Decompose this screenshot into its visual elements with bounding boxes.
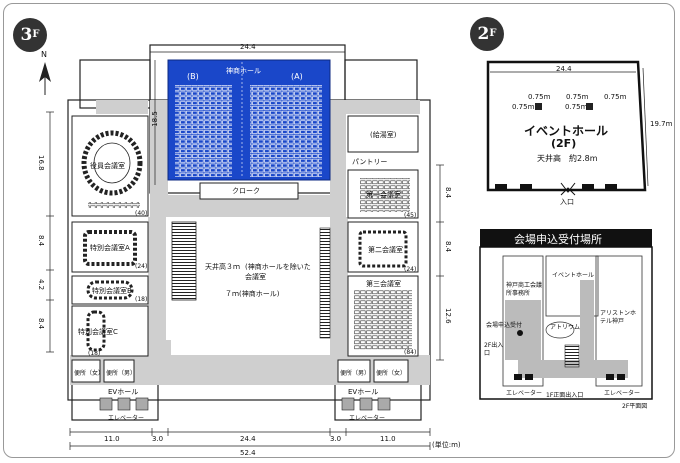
left-dim-1: 16.8 [37, 155, 45, 171]
center-room-height: ７ｍ(神商ホール) [225, 290, 280, 298]
bottom-dim-3: 24.4 [240, 435, 256, 443]
reception-plan-label: 2F平面図 [622, 403, 648, 410]
reception-header-bg [480, 229, 652, 247]
event-hall-title: イベントホール [524, 124, 609, 138]
dim-hall-depth: 18.5 [150, 111, 159, 127]
reception-header: 会場申込受付場所 [514, 233, 602, 246]
outer-frame [3, 3, 675, 458]
left-dim-2: 8.4 [37, 235, 45, 247]
room-1-label: 第一会議室 [366, 191, 401, 199]
hall-seats-a [250, 85, 322, 177]
reception-elevator-left: エレベーター [506, 390, 543, 397]
special-room-b-label: 特別会議室B [92, 287, 132, 295]
bottom-dim-2: 3.0 [152, 435, 164, 443]
unit-label: (単位:m) [432, 441, 461, 449]
toilet-male-left: 便所（男） [106, 370, 137, 377]
total-width: 52.4 [240, 449, 256, 457]
event-hall-entrance: 入口 [560, 198, 574, 206]
special-room-c-label: 特別会議室C [78, 328, 118, 336]
toilet-female-right: 便所（女） [376, 370, 407, 377]
ev-hall-left: EVホール [108, 388, 139, 396]
left-dim-3: 4.2 [37, 279, 45, 291]
room-2-capacity: (24) [404, 266, 417, 273]
event-hall-depth: 19.7m [650, 120, 673, 128]
right-dim-2: 8.4 [444, 241, 452, 253]
pillar-label-2: 0.75m [565, 103, 588, 111]
exec-capacity: (40) [135, 210, 148, 217]
bottom-dim-5: 11.0 [380, 435, 396, 443]
pillar-label-1: 0.75m [512, 103, 535, 111]
stairs-icon [171, 221, 197, 301]
col-width-3: 0.75m [604, 93, 627, 101]
special-b-capacity: (18) [135, 296, 148, 303]
executive-room-label: 役員会議室 [90, 162, 125, 170]
reception-desk: 会場申込受付 [486, 322, 523, 329]
reception-elevator-right: エレベーター [604, 390, 641, 397]
right-dim-3: 12.6 [444, 308, 452, 324]
reception-entrance-2f: 2F出入口 [484, 342, 504, 357]
event-hall-width: 24.4 [556, 65, 572, 73]
hall-label-left: (B) [187, 72, 199, 81]
ceiling-height-label: 天井高３ｍ [205, 263, 240, 271]
bottom-dim-1: 11.0 [104, 435, 120, 443]
floor-2f-badge: 2F [470, 17, 504, 51]
reception-atrium: アトリウム [550, 324, 581, 331]
reception-front-entrance: 1F正面出入口 [546, 392, 584, 399]
room-2-label: 第二会議室 [368, 246, 403, 254]
dim-top-width: 24.4 [240, 43, 256, 51]
toilet-female-left: 便所（女） [74, 370, 105, 377]
bottom-dim-4: 3.0 [330, 435, 342, 443]
floor-3f-badge: 3F [13, 18, 47, 52]
special-room-a-label: 特別会議室A [90, 244, 130, 252]
reception-event-hall: イベントホール [552, 272, 595, 279]
center-room-label: (神商ホールを除いた会議室 [245, 263, 311, 281]
room-3-label: 第三会議室 [366, 280, 401, 288]
compass-label: N [41, 50, 47, 59]
event-hall-ceiling: 天井高 約2.8m [537, 154, 598, 163]
special-c-capacity: (18) [88, 350, 101, 357]
hot-water-room-label: (給湯室) [370, 131, 397, 139]
col-width-2: 0.75m [566, 93, 589, 101]
special-room-c [71, 305, 149, 357]
right-dim-1: 8.4 [444, 187, 452, 199]
hall-seats-b [175, 85, 232, 177]
reception-desk-marker [517, 330, 523, 336]
hall-title: 神商ホール [226, 67, 261, 75]
cloak-label: クローク [232, 187, 260, 195]
pantry-label: パントリー [352, 158, 388, 166]
reception-hotel: アリストンホテル神戸 [600, 310, 637, 325]
elevator-right: エレベーター [349, 415, 386, 422]
hot-water-room [347, 115, 419, 153]
event-hall-subtitle: (2F) [551, 137, 577, 150]
compass-arrow [39, 62, 51, 95]
special-a-capacity: (24) [135, 263, 148, 270]
dimension-lines [46, 48, 444, 450]
room-3-capacity: (84) [404, 349, 417, 356]
cloak-room [199, 182, 299, 200]
ev-hall-right: EVホール [348, 388, 379, 396]
event-hall-outline [486, 60, 647, 192]
reception-office: 神戸商工会議所事務所 [506, 282, 543, 297]
room-1-capacity: (45) [404, 212, 417, 219]
col-width-1: 0.75m [528, 93, 551, 101]
toilet-male-right: 便所（男） [340, 370, 371, 377]
hall-label-right: (A) [291, 72, 303, 81]
left-dim-4: 8.4 [37, 318, 45, 330]
elevator-left: エレベーター [108, 415, 145, 422]
